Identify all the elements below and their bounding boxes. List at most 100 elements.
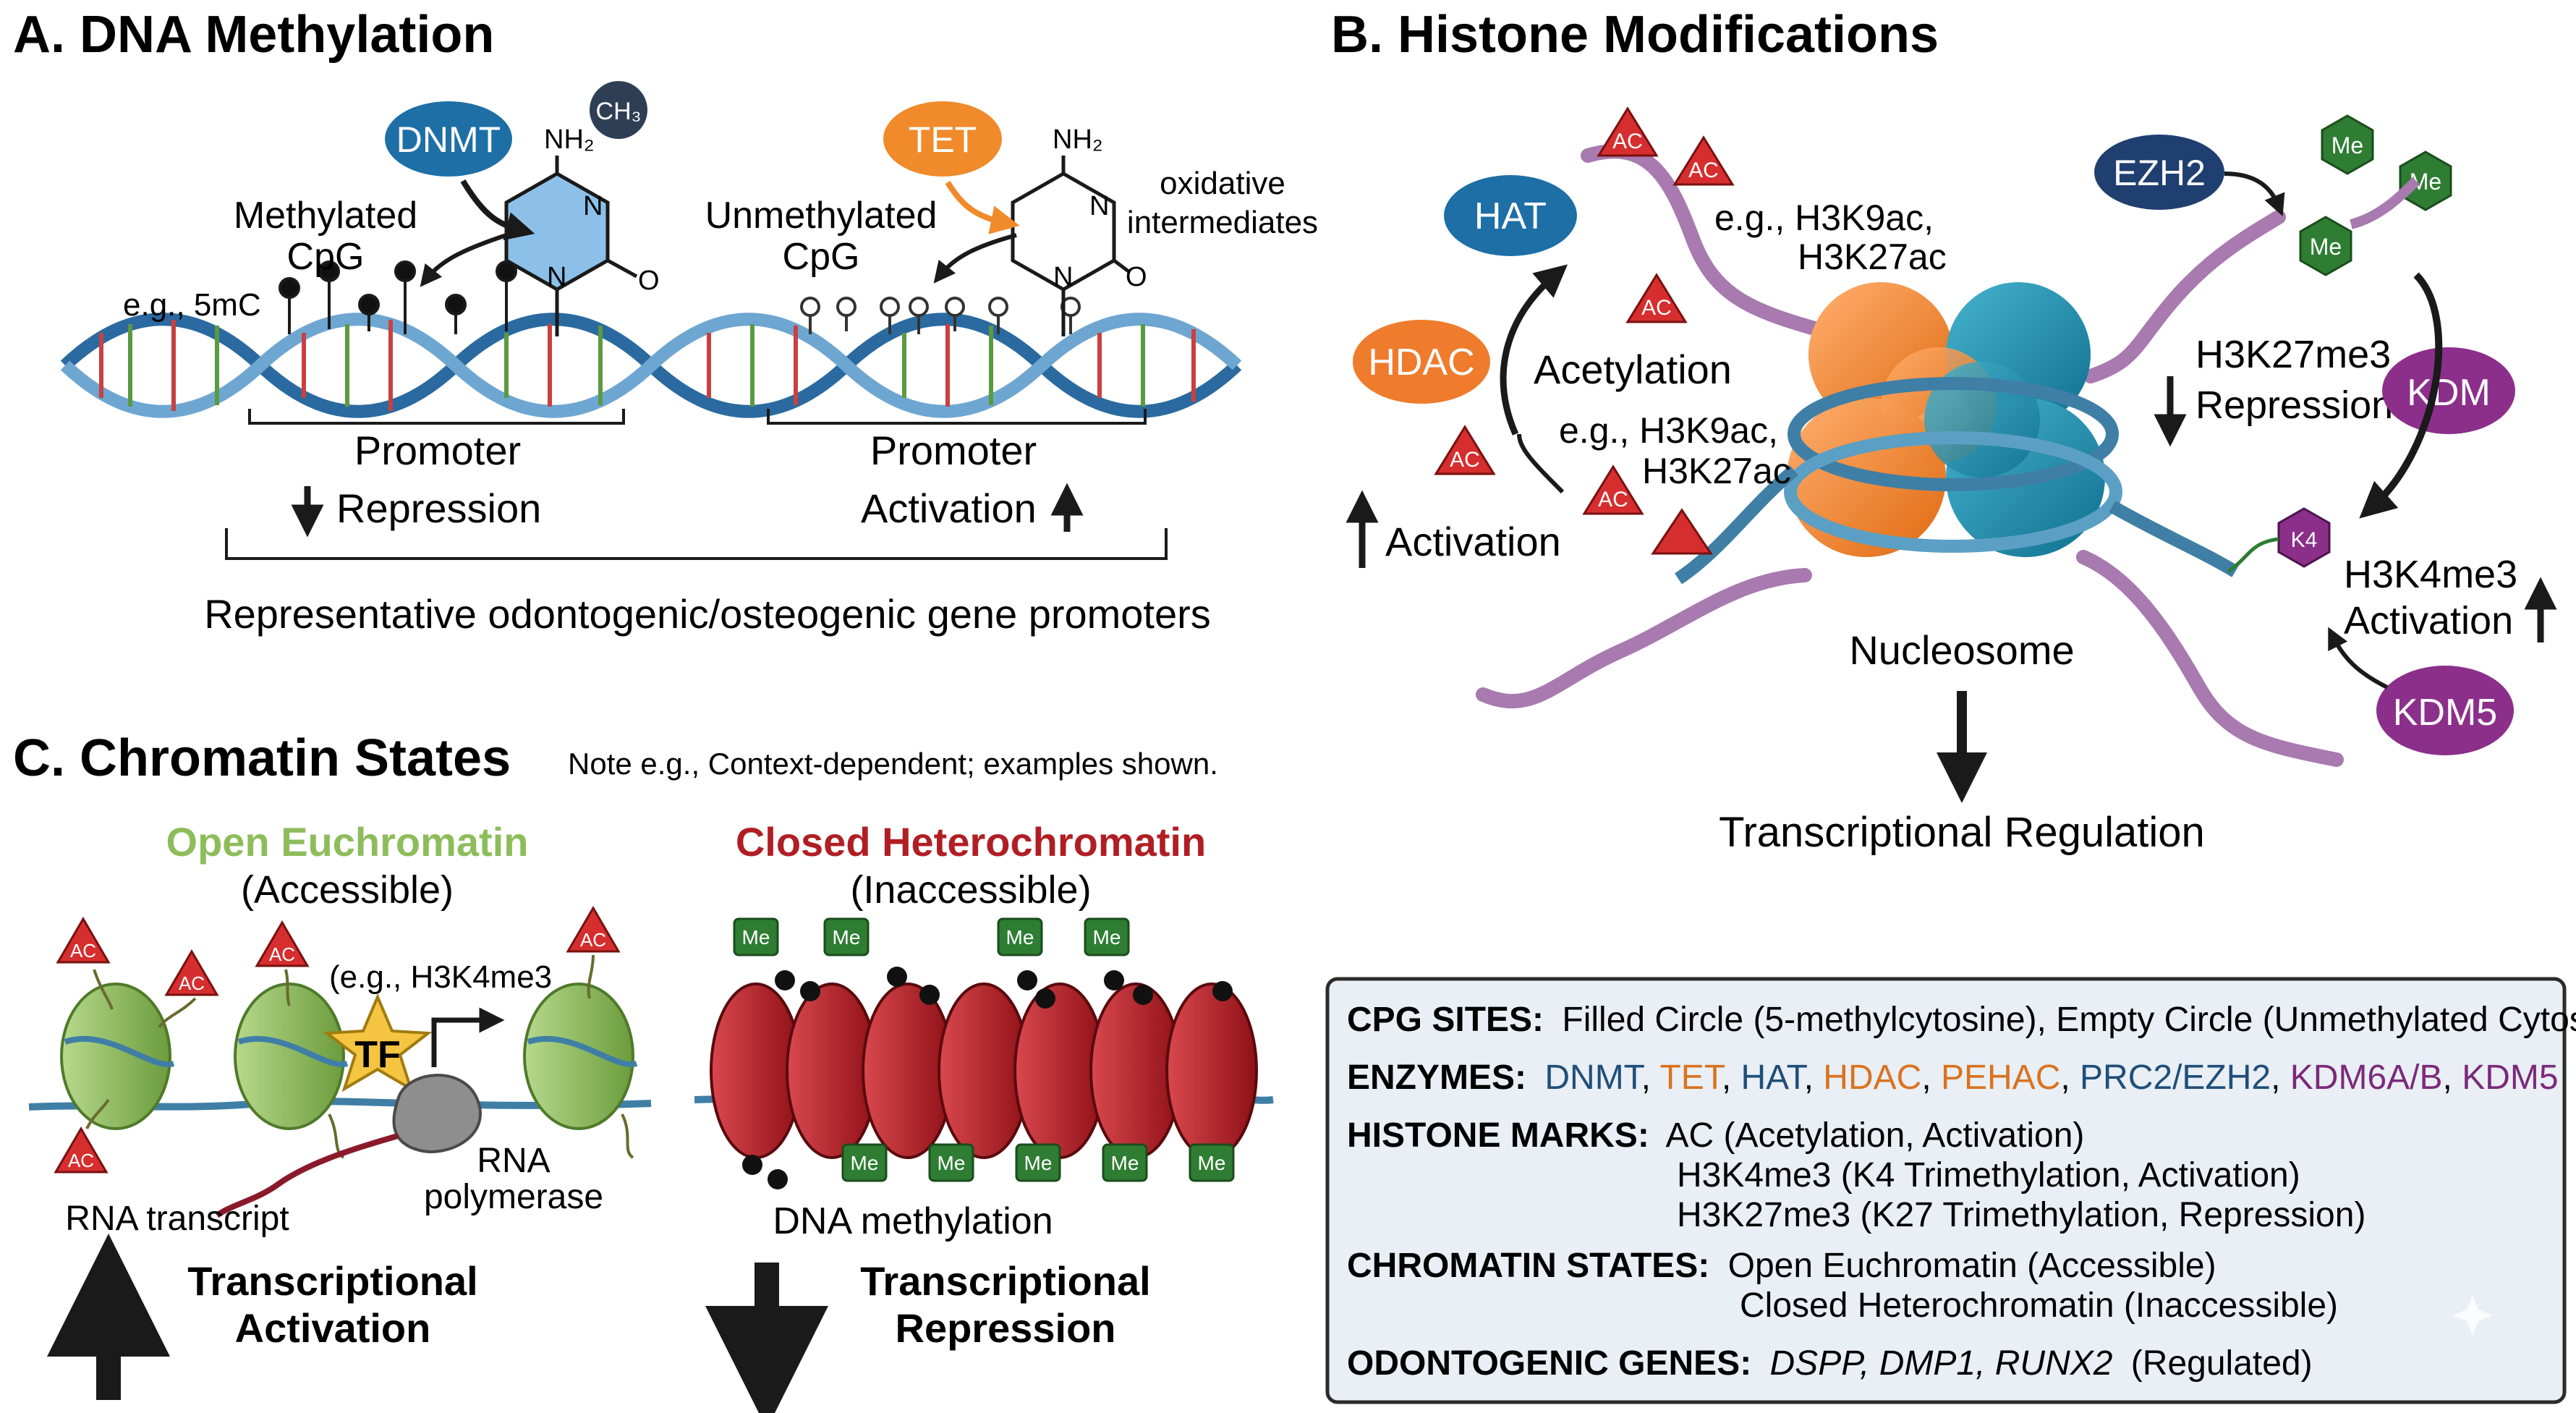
legend-enzyme-hat: HAT [1741,1058,1808,1097]
closed-heterochromatin-title: Closed Heterochromatin [736,819,1206,865]
example-5mc: e.g., 5mC [123,287,261,323]
k4-label: K4 [2291,528,2318,552]
k4-link [2227,537,2279,574]
legend-genes-row: ODONTOGENIC GENES: DSPP, DMP1, RUNX2 (Re… [1347,1344,2313,1383]
me-label: Me [2331,132,2363,158]
euchromatin-nucleosomes [60,983,638,1130]
tf-star [323,993,433,1092]
promoter-bracket-right [767,409,1147,425]
h3k4me3-label: H3K4me3 [2344,553,2517,596]
legend-genes-label: ODONTOGENIC GENES: [1347,1344,1751,1383]
ac-label: AC [580,929,606,951]
panel-a-title: A. DNA Methylation [13,6,494,64]
n1-left: N [547,262,566,292]
ac-label: AC [1450,448,1480,472]
legend-states-row: CHROMATIN STATES: Open Euchromatin (Acce… [1347,1247,2216,1285]
gene-promoters-label: Representative odontogenic/osteogenic ge… [204,591,1211,637]
activation-line1: Transcriptional [187,1258,477,1304]
legend-enzymes-row: ENZYMES: DNMT, TET, HAT, HDAC, PEHAC, PR… [1347,1058,2559,1097]
o-right: O [1126,262,1147,292]
k4-mark [2277,507,2331,568]
legend-genes: DSPP, DMP1, RUNX2 [1770,1344,2113,1383]
legend-enzyme-pehac: PEHAC [1941,1058,2060,1097]
cytosine-ring-left: NH₂ N N O [504,124,660,336]
ac-label: AC [179,972,205,994]
demethylation-arrow [933,233,1017,284]
tet-arrow [945,180,1020,234]
note-text: Note e.g., Context-dependent; examples s… [568,747,1218,781]
promoter-left: Promoter [354,428,521,473]
panel-b: B. Histone Modifications [1331,6,2557,856]
panel-c-title: C. Chromatin States [13,729,511,787]
legend-enzyme-prc2: PRC2/EZH2 [2080,1058,2271,1097]
legend-enzyme-hdac: HDAC [1823,1058,1921,1097]
me-label: Me [1093,926,1121,949]
legend-mark-2: H3K27me3 (K27 Trimethylation, Repression… [1677,1196,2365,1234]
cytosine-ring-right: NH₂ N N O [1011,124,1147,336]
me-label: Me [938,1152,966,1174]
activation-label-b: Activation [1385,519,1561,564]
legend-marks-label: HISTONE MARKS: [1347,1116,1649,1155]
me-label: Me [1198,1152,1226,1174]
legend-marks-row: HISTONE MARKS: AC (Acetylation, Activati… [1347,1116,2084,1155]
promoter-right: Promoter [870,428,1037,473]
acetyl-labels: AC AC AC AC AC [1450,130,1719,512]
tf-label: TF [354,1034,401,1076]
open-euchromatin-sub: (Accessible) [241,868,454,912]
hdac-label: HDAC [1368,341,1474,383]
ac-label: AC [1641,296,1672,320]
n3-left: N [583,191,603,221]
transcriptional-regulation-label: Transcriptional Regulation [1719,809,2205,856]
me-label: Me [833,926,861,949]
oxidative-line2: intermediates [1127,205,1318,240]
dnmt-enzyme [385,101,512,177]
legend-cpg-label: CPG SITES: [1347,1001,1544,1039]
n1-right: N [1053,262,1073,292]
rna-polymerase [392,1074,482,1153]
h3k27me3-label: H3K27me3 [2195,333,2391,376]
n3-right: N [1089,191,1109,221]
acetylation-label: Acetylation [1534,347,1732,392]
dna-helix [60,313,1242,418]
ac-label: AC [1612,130,1643,153]
o-left: O [638,266,660,296]
eg-top-line1: e.g., H3K9ac, [1714,198,1934,238]
legend-enzyme-tet: TET [1659,1058,1725,1097]
rna-polymerase-line1: RNA [477,1142,550,1180]
eg-mid-line2: H3K27ac [1642,451,1791,491]
tss-arrow [431,1007,505,1067]
legend-enzyme-kdm5: KDM5 [2462,1058,2558,1097]
rna-transcript-strand [215,1133,399,1218]
acetyl-marks [1434,106,1735,555]
nucleosome [1675,282,2239,585]
me-label: Me [1006,926,1034,949]
methylated-cpg-line1: Methylated [234,195,417,237]
eg-mid-line1: e.g., H3K9ac, [1559,410,1778,451]
gene-promoters-bracket [225,528,1168,560]
repression-line2: Repression [896,1305,1116,1351]
legend-state-1: Closed Heterochromatin (Inaccessible) [1740,1286,2338,1325]
panel-c: C. Chromatin States Note e.g., Context-d… [13,729,1274,1413]
methylated-cpg-sites [279,260,558,334]
panel-a: A. DNA Methylation [13,6,1318,637]
nh2-right: NH₂ [1053,124,1103,155]
repression-label-b: Repression [2195,383,2393,427]
oxidative-line1: oxidative [1160,166,1285,201]
methyl-marks-b [2299,114,2452,276]
nucleosome-label: Nucleosome [1849,627,2074,673]
legend-state-0: Open Euchromatin (Accessible) [1728,1247,2216,1285]
activation-label: Activation [861,485,1037,531]
hdac-enzyme [1353,320,1490,404]
legend-box: CPG SITES: Filled Circle (5-methylcytosi… [1325,977,2576,1404]
legend-enzymes-label: ENZYMES: [1347,1058,1526,1097]
ch3-group [590,81,647,139]
methyl-tail [2350,177,2420,229]
heterochromatin-me-labels: Me Me Me Me Me Me Me Me Me [742,926,1226,1174]
legend-enzyme-kdm6: KDM6A/B [2290,1058,2443,1097]
heterochromatin-methyl-dots [742,967,1233,1189]
tet-enzyme [883,101,1002,177]
closed-heterochromatin-sub: (Inaccessible) [850,868,1091,912]
legend-mark-1: H3K4me3 (K4 Trimethylation, Activation) [1677,1156,2300,1195]
ac-label: AC [1598,488,1628,512]
